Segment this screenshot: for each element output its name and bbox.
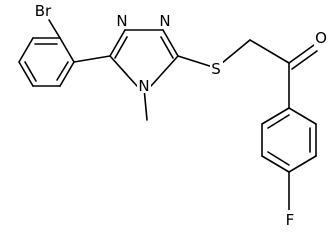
- bonds: [18, 19, 318, 211]
- bond: [56, 61, 69, 81]
- bond: [160, 36, 174, 59]
- bond: [109, 55, 138, 87]
- bond: [249, 39, 290, 64]
- bond: [267, 114, 290, 129]
- bond: [162, 29, 179, 57]
- bond: [288, 44, 315, 64]
- bond: [18, 61, 34, 87]
- atom-label-bromine: Br: [35, 2, 52, 20]
- atom-label-fluorine: F: [286, 211, 295, 229]
- bond: [261, 107, 290, 125]
- bond: [48, 19, 61, 39]
- bond: [73, 55, 111, 63]
- atom-label-oxygen: O: [315, 29, 327, 47]
- atom-label-nitrogen-2: N: [159, 12, 170, 30]
- atom-label-nitrogen-1: N: [116, 12, 127, 30]
- bond: [288, 107, 317, 125]
- bond: [114, 36, 128, 59]
- bond: [261, 155, 290, 173]
- atom-label-sulfur: S: [211, 60, 221, 78]
- bond: [267, 151, 290, 166]
- bond: [59, 61, 75, 87]
- atom-label-nitrogen-4: N: [138, 77, 149, 95]
- bond: [177, 55, 217, 69]
- bond: [288, 155, 317, 173]
- bond: [59, 37, 75, 63]
- bond: [143, 87, 148, 121]
- bond: [109, 29, 126, 57]
- bond: [18, 37, 34, 63]
- bond: [150, 55, 179, 87]
- bond: [24, 61, 37, 82]
- atom-labels: Br N N N S O F: [35, 2, 328, 229]
- bond: [291, 50, 318, 70]
